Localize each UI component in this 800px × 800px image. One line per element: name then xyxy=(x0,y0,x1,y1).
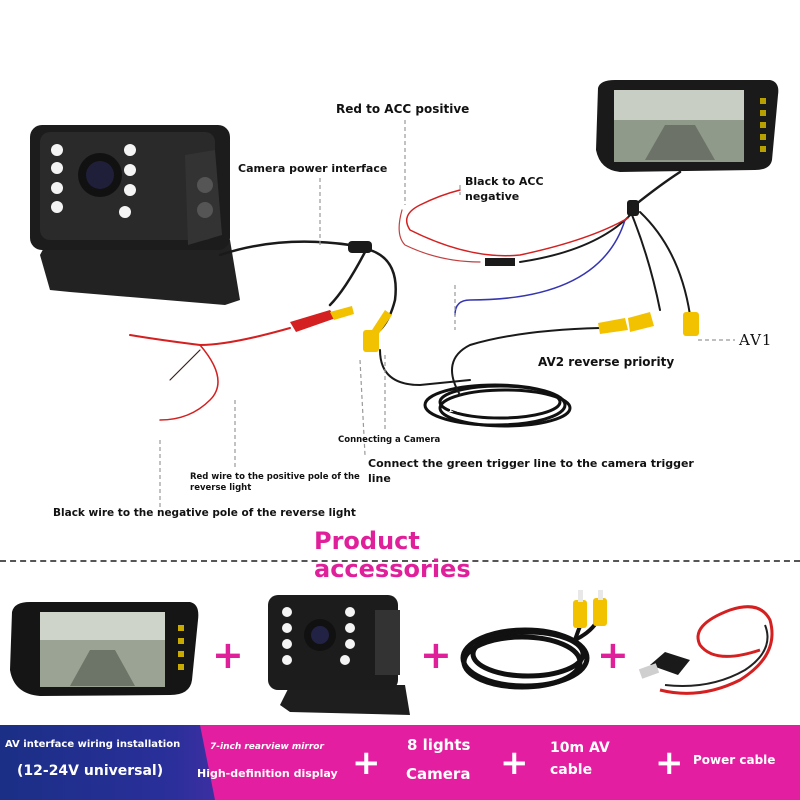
accessory-mirror-monitor xyxy=(10,602,199,696)
label-red-wire: Red wire to the positive pole of the rev… xyxy=(190,472,360,494)
label-green-trigger-line1: Connect the green trigger line to the ca… xyxy=(368,457,694,470)
banner-plus-icon-3: + xyxy=(655,743,684,783)
camera-image xyxy=(30,125,240,305)
label-green-trigger-line2: line xyxy=(368,472,391,485)
label-red-acc: Red to ACC positive xyxy=(336,102,470,116)
label-connecting-camera: Connecting a Camera xyxy=(338,435,441,445)
bottom-banner: AV interface wiring installation (12-24V… xyxy=(0,725,800,800)
banner-item2-line1: 8 lights xyxy=(407,736,471,754)
plus-icon-2: + xyxy=(420,633,452,677)
label-av2: AV2 reverse priority xyxy=(538,355,675,369)
label-black-wire: Black wire to the negative pole of the r… xyxy=(53,507,356,519)
banner-item3-line2: cable xyxy=(550,762,593,778)
banner-item1-line1: 7-inch rearview mirror xyxy=(210,742,324,752)
accessory-camera xyxy=(268,595,410,715)
rca-connectors xyxy=(290,306,699,352)
banner-item1-line2: High-definition display xyxy=(197,767,338,780)
label-av1: AV1 xyxy=(739,331,773,349)
label-camera-power: Camera power interface xyxy=(238,162,388,175)
section-divider xyxy=(0,560,800,562)
accessories-title: Product accessories xyxy=(314,527,471,583)
accessories-row xyxy=(10,590,774,715)
leader-lines xyxy=(159,120,735,510)
label-black-acc-line2: negative xyxy=(465,190,520,203)
accessory-av-cable xyxy=(460,590,607,690)
accessory-power-cable xyxy=(638,605,774,695)
plus-icon-1: + xyxy=(212,633,244,677)
banner-av-wiring: AV interface wiring installation xyxy=(5,739,181,750)
banner-item4: Power cable xyxy=(693,753,776,767)
label-black-acc: Black to ACC negative xyxy=(465,174,544,204)
banner-plus-icon-1: + xyxy=(352,743,381,783)
banner-item2-line2: Camera xyxy=(406,765,471,783)
label-red-wire-line1: Red wire to the positive pole of the xyxy=(190,472,360,482)
plus-icon-3: + xyxy=(597,633,629,677)
banner-left-panel xyxy=(0,725,215,800)
wiring-diagram xyxy=(30,80,779,510)
wires xyxy=(129,170,691,428)
mirror-monitor-image xyxy=(596,80,779,172)
brand-label: FANGLVE® xyxy=(448,400,541,416)
banner-item3-line1: 10m AV xyxy=(550,740,610,756)
label-black-acc-line1: Black to ACC xyxy=(465,175,544,188)
banner-plus-icon-2: + xyxy=(500,743,529,783)
label-green-trigger: Connect the green trigger line to the ca… xyxy=(368,456,694,486)
label-red-wire-line2: reverse light xyxy=(190,483,252,493)
banner-voltage: (12-24V universal) xyxy=(17,763,164,779)
